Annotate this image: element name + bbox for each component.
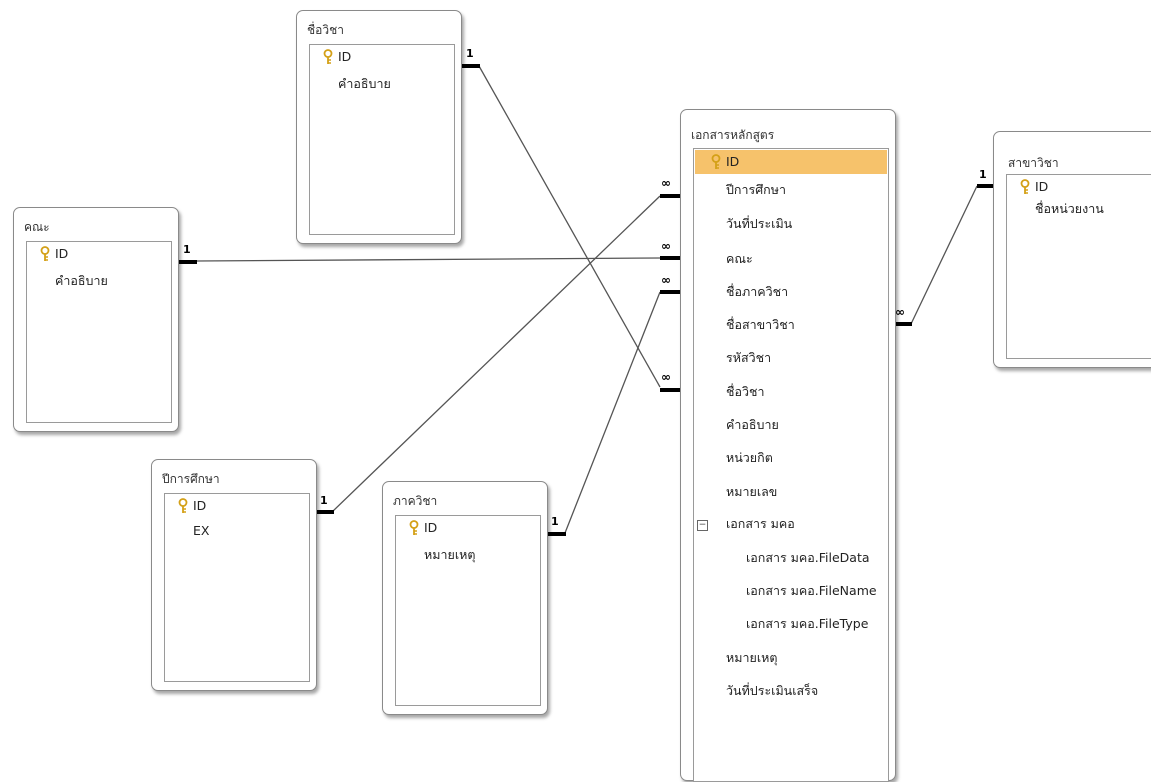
primary-key-icon bbox=[711, 154, 721, 169]
card-many-major: ∞ bbox=[895, 305, 905, 319]
field-list: ID ชื่อหน่วยงาน bbox=[1006, 174, 1151, 359]
field-list: ID EX bbox=[164, 493, 310, 682]
field-unit-name[interactable]: ชื่อหน่วยงาน bbox=[1035, 201, 1104, 216]
primary-key-icon bbox=[323, 49, 333, 64]
table-department[interactable]: ภาควิชา ID หมายเหตุ bbox=[382, 481, 548, 715]
field-ex[interactable]: EX bbox=[193, 523, 210, 538]
field-note[interactable]: หมายเหตุ bbox=[424, 547, 476, 562]
table-curriculum-doc[interactable]: เอกสารหลักสูตร ID ปีการศึกษา วันที่ประเม… bbox=[680, 109, 896, 782]
table-major[interactable]: สาขาวิชา ID ชื่อหน่วยงาน bbox=[993, 131, 1151, 368]
field-subject-name[interactable]: ชื่อวิชา bbox=[726, 384, 765, 399]
primary-key-icon bbox=[409, 520, 419, 535]
primary-key-icon bbox=[1020, 179, 1030, 194]
field-note[interactable]: หมายเหตุ bbox=[726, 650, 778, 665]
field-credits[interactable]: หน่วยกิต bbox=[726, 450, 773, 465]
field-subject-code[interactable]: รหัสวิชา bbox=[726, 350, 772, 365]
field-list: ID คำอธิบาย bbox=[26, 241, 172, 423]
field-description[interactable]: คำอธิบาย bbox=[55, 273, 108, 288]
card-one-faculty: 1 bbox=[183, 243, 191, 256]
table-title: สาขาวิชา bbox=[1008, 156, 1059, 170]
field-list: ID หมายเหตุ bbox=[395, 515, 541, 706]
field-list: ID ปีการศึกษา วันที่ประเมิน คณะ ชื่อภาคว… bbox=[693, 148, 889, 782]
card-one-subject: 1 bbox=[466, 47, 474, 60]
primary-key-icon bbox=[40, 246, 50, 261]
card-many-faculty: ∞ bbox=[661, 239, 671, 253]
field-id[interactable]: ID bbox=[338, 49, 352, 64]
table-subject-name[interactable]: ชื่อวิชา ID คำอธิบาย bbox=[296, 10, 462, 244]
field-id[interactable]: ID bbox=[726, 154, 740, 169]
field-faculty[interactable]: คณะ bbox=[726, 251, 753, 266]
field-id[interactable]: ID bbox=[55, 246, 69, 261]
field-major-name[interactable]: ชื่อสาขาวิชา bbox=[726, 317, 795, 332]
primary-key-icon bbox=[178, 498, 188, 513]
table-faculty[interactable]: คณะ ID คำอธิบาย bbox=[13, 207, 179, 432]
field-mko-filename[interactable]: เอกสาร มคอ.FileName bbox=[746, 583, 877, 598]
field-id[interactable]: ID bbox=[424, 520, 438, 535]
table-title: ชื่อวิชา bbox=[307, 23, 344, 37]
field-department-name[interactable]: ชื่อภาควิชา bbox=[726, 284, 789, 299]
table-title: เอกสารหลักสูตร bbox=[691, 128, 775, 142]
table-title: ปีการศึกษา bbox=[162, 472, 220, 486]
field-academic-year[interactable]: ปีการศึกษา bbox=[726, 182, 786, 197]
table-academic-year[interactable]: ปีการศึกษา ID EX bbox=[151, 459, 317, 691]
card-many-year: ∞ bbox=[661, 176, 671, 190]
card-one-department: 1 bbox=[551, 515, 559, 528]
table-title: ภาควิชา bbox=[393, 494, 438, 508]
field-id[interactable]: ID bbox=[193, 498, 207, 513]
field-id[interactable]: ID bbox=[1035, 179, 1049, 194]
card-many-subject: ∞ bbox=[661, 370, 671, 384]
field-description[interactable]: คำอธิบาย bbox=[338, 76, 391, 91]
collapse-icon[interactable]: − bbox=[697, 520, 708, 531]
card-one-major: 1 bbox=[979, 168, 987, 181]
field-description[interactable]: คำอธิบาย bbox=[726, 417, 779, 432]
table-title: คณะ bbox=[24, 220, 50, 234]
field-eval-date[interactable]: วันที่ประเมิน bbox=[726, 216, 793, 231]
field-eval-complete-date[interactable]: วันที่ประเมินเสร็จ bbox=[726, 683, 819, 698]
card-one-year: 1 bbox=[320, 494, 328, 507]
field-number[interactable]: หมายเลข bbox=[726, 484, 778, 499]
card-many-department: ∞ bbox=[661, 273, 671, 287]
field-list: ID คำอธิบาย bbox=[309, 44, 455, 235]
field-mko-filedata[interactable]: เอกสาร มคอ.FileData bbox=[746, 550, 870, 565]
field-mko-doc[interactable]: เอกสาร มคอ bbox=[726, 516, 795, 531]
selected-row-highlight bbox=[695, 150, 887, 174]
field-mko-filetype[interactable]: เอกสาร มคอ.FileType bbox=[746, 616, 869, 631]
